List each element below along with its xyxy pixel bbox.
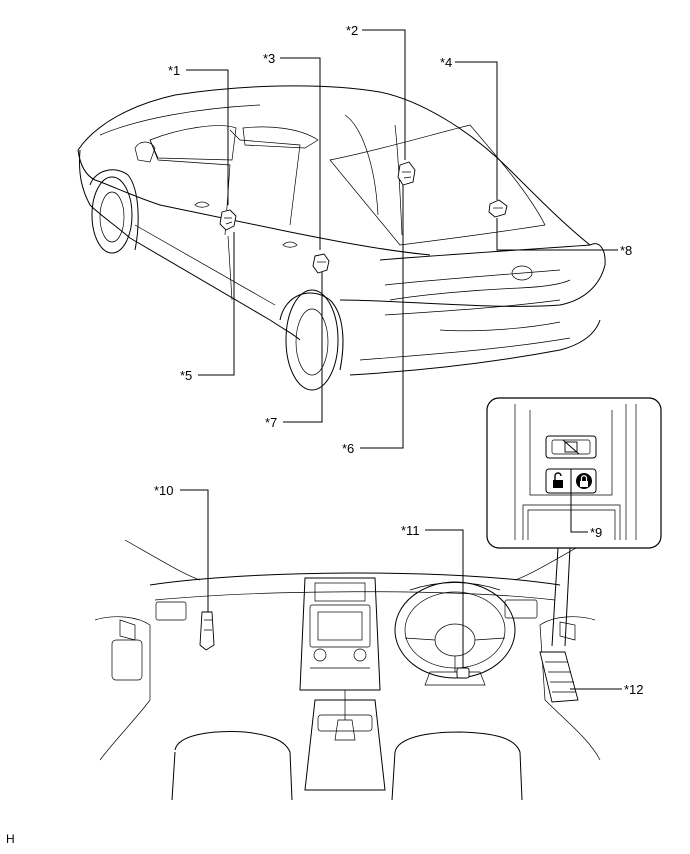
window-lock-icon xyxy=(562,439,580,455)
part-11-column-switch xyxy=(456,667,470,679)
figure-code: H xyxy=(6,832,15,846)
car-exterior-illustration xyxy=(77,29,618,449)
callout-4: *4 xyxy=(440,55,452,70)
part-4-trunk-lock xyxy=(488,199,508,218)
callout-12: *12 xyxy=(624,682,644,697)
part-12-window-master-switch xyxy=(539,651,579,703)
door-lock-switch xyxy=(545,468,597,494)
callout-11: *11 xyxy=(401,523,420,538)
callout-5: *5 xyxy=(180,368,192,383)
callout-9: *9 xyxy=(590,525,602,540)
window-lock-button xyxy=(545,435,597,459)
callout-2: *2 xyxy=(346,23,358,38)
callout-7: *7 xyxy=(265,415,277,430)
unlock-icon xyxy=(553,472,563,488)
callout-1: *1 xyxy=(168,63,180,78)
part-2-lock xyxy=(397,161,416,186)
callout-10: *10 xyxy=(154,483,174,498)
lock-icon xyxy=(576,473,592,489)
part-1-front-door-lock xyxy=(219,209,237,231)
callout-3: *3 xyxy=(263,51,275,66)
callout-8: *8 xyxy=(620,243,632,258)
part-3-rear-door-lock xyxy=(312,253,330,274)
part-10-glovebox-switch xyxy=(199,611,215,651)
callout-6: *6 xyxy=(342,441,354,456)
switch-inset-panel xyxy=(486,397,662,549)
